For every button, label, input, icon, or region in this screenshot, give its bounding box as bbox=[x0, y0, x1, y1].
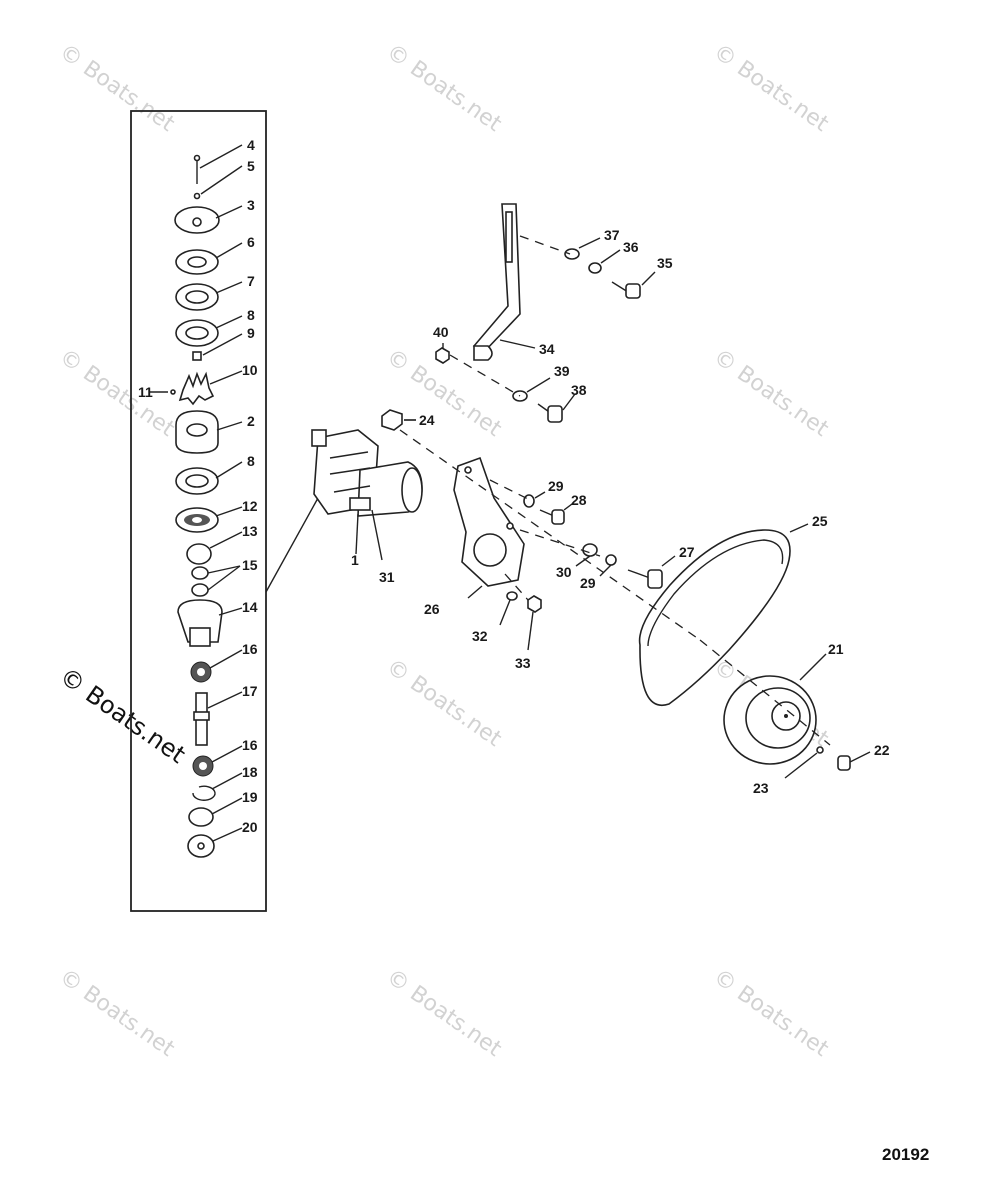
callout-37: 37 bbox=[604, 227, 620, 243]
washer-part bbox=[816, 746, 824, 754]
callout-30: 30 bbox=[556, 564, 572, 580]
watermark: © Boats.net bbox=[382, 964, 507, 1062]
washer-part bbox=[193, 192, 201, 200]
bearing-part bbox=[191, 583, 209, 597]
callout-35: 35 bbox=[657, 255, 673, 271]
watermark: © Boats.net bbox=[382, 654, 507, 752]
pump-stack bbox=[150, 154, 223, 858]
callout-2: 2 bbox=[247, 413, 255, 429]
watermark: © Boats.net bbox=[55, 39, 180, 137]
nut-part bbox=[527, 595, 542, 613]
inset-leaders bbox=[199, 144, 319, 842]
callout-34: 34 bbox=[539, 341, 555, 357]
callout-4: 4 bbox=[247, 137, 255, 153]
callout-13: 13 bbox=[242, 523, 258, 539]
watermark: © Boats.net bbox=[382, 39, 507, 137]
callout-14: 14 bbox=[242, 599, 258, 615]
callout-8: 8 bbox=[247, 307, 255, 323]
lockwasher-part bbox=[588, 262, 602, 274]
callout-36: 36 bbox=[623, 239, 639, 255]
bracket-arm bbox=[472, 203, 521, 361]
assembly-axes bbox=[399, 235, 831, 746]
callout-12: 12 bbox=[242, 498, 258, 514]
callout-29b: 29 bbox=[580, 575, 596, 591]
impeller-part bbox=[178, 371, 215, 406]
pin-part bbox=[170, 389, 176, 395]
callout-27: 27 bbox=[679, 544, 695, 560]
pump-inset-box bbox=[130, 110, 267, 912]
watermark: © Boats.net bbox=[709, 964, 834, 1062]
callout-21: 21 bbox=[828, 641, 844, 657]
watermark: © Boats.net bbox=[709, 344, 834, 442]
callout-16: 16 bbox=[242, 641, 258, 657]
washer-part bbox=[582, 543, 598, 557]
callout-29: 29 bbox=[548, 478, 564, 494]
callout-25: 25 bbox=[812, 513, 828, 529]
drive-belt bbox=[638, 529, 791, 707]
bolt-part bbox=[537, 403, 563, 423]
mounting-bracket bbox=[453, 456, 525, 587]
lockwasher-part bbox=[506, 591, 518, 601]
bolt-part bbox=[611, 281, 641, 299]
callout-16b: 16 bbox=[242, 737, 258, 753]
callout-26: 26 bbox=[424, 601, 440, 617]
washer-part bbox=[523, 494, 535, 508]
callout-20: 20 bbox=[242, 819, 258, 835]
callout-40: 40 bbox=[433, 324, 449, 340]
callout-22: 22 bbox=[874, 742, 890, 758]
callout-10: 10 bbox=[242, 362, 258, 378]
callout-8b: 8 bbox=[247, 453, 255, 469]
callout-39: 39 bbox=[554, 363, 570, 379]
callout-9: 9 bbox=[247, 325, 255, 341]
motor-assembly bbox=[311, 429, 423, 561]
callout-28: 28 bbox=[571, 492, 587, 508]
pump-body bbox=[177, 599, 223, 643]
watermark-large: © Boats.net bbox=[55, 662, 191, 769]
callout-17: 17 bbox=[242, 683, 258, 699]
seal-part bbox=[186, 543, 212, 565]
callout-24: 24 bbox=[419, 412, 435, 428]
washer-part bbox=[564, 248, 580, 260]
watermark: © Boats.net bbox=[55, 964, 180, 1062]
callout-19: 19 bbox=[242, 789, 258, 805]
bolt-part bbox=[539, 509, 565, 525]
callout-6: 6 bbox=[247, 234, 255, 250]
callout-32: 32 bbox=[472, 628, 488, 644]
lockwasher-part bbox=[605, 554, 617, 566]
callout-23: 23 bbox=[753, 780, 769, 796]
callout-18: 18 bbox=[242, 764, 258, 780]
callout-1: 1 bbox=[351, 552, 359, 568]
callout-31: 31 bbox=[379, 569, 395, 585]
callout-15: 15 bbox=[242, 557, 258, 573]
callout-11: 11 bbox=[138, 384, 153, 400]
nut-part bbox=[435, 347, 450, 364]
callouts: 4 5 3 6 7 8 9 10 11 2 8 12 13 15 14 16 1… bbox=[138, 137, 890, 835]
callout-38: 38 bbox=[571, 382, 587, 398]
snap-ring-part bbox=[192, 785, 216, 801]
key-part bbox=[192, 351, 202, 361]
washer-part bbox=[188, 807, 214, 827]
pulley bbox=[723, 675, 817, 765]
bolt-part bbox=[837, 755, 851, 771]
callout-5: 5 bbox=[247, 158, 255, 174]
main-leaders bbox=[404, 237, 871, 779]
bolt-part bbox=[627, 569, 663, 589]
watermark: © Boats.net bbox=[55, 344, 180, 442]
figure-number: 20192 bbox=[882, 1145, 929, 1164]
callout-33: 33 bbox=[515, 655, 531, 671]
screw-head bbox=[193, 154, 201, 162]
bearing-part bbox=[191, 566, 209, 580]
callout-3: 3 bbox=[247, 197, 255, 213]
callout-7: 7 bbox=[247, 273, 255, 289]
watermark: © Boats.net bbox=[709, 39, 834, 137]
